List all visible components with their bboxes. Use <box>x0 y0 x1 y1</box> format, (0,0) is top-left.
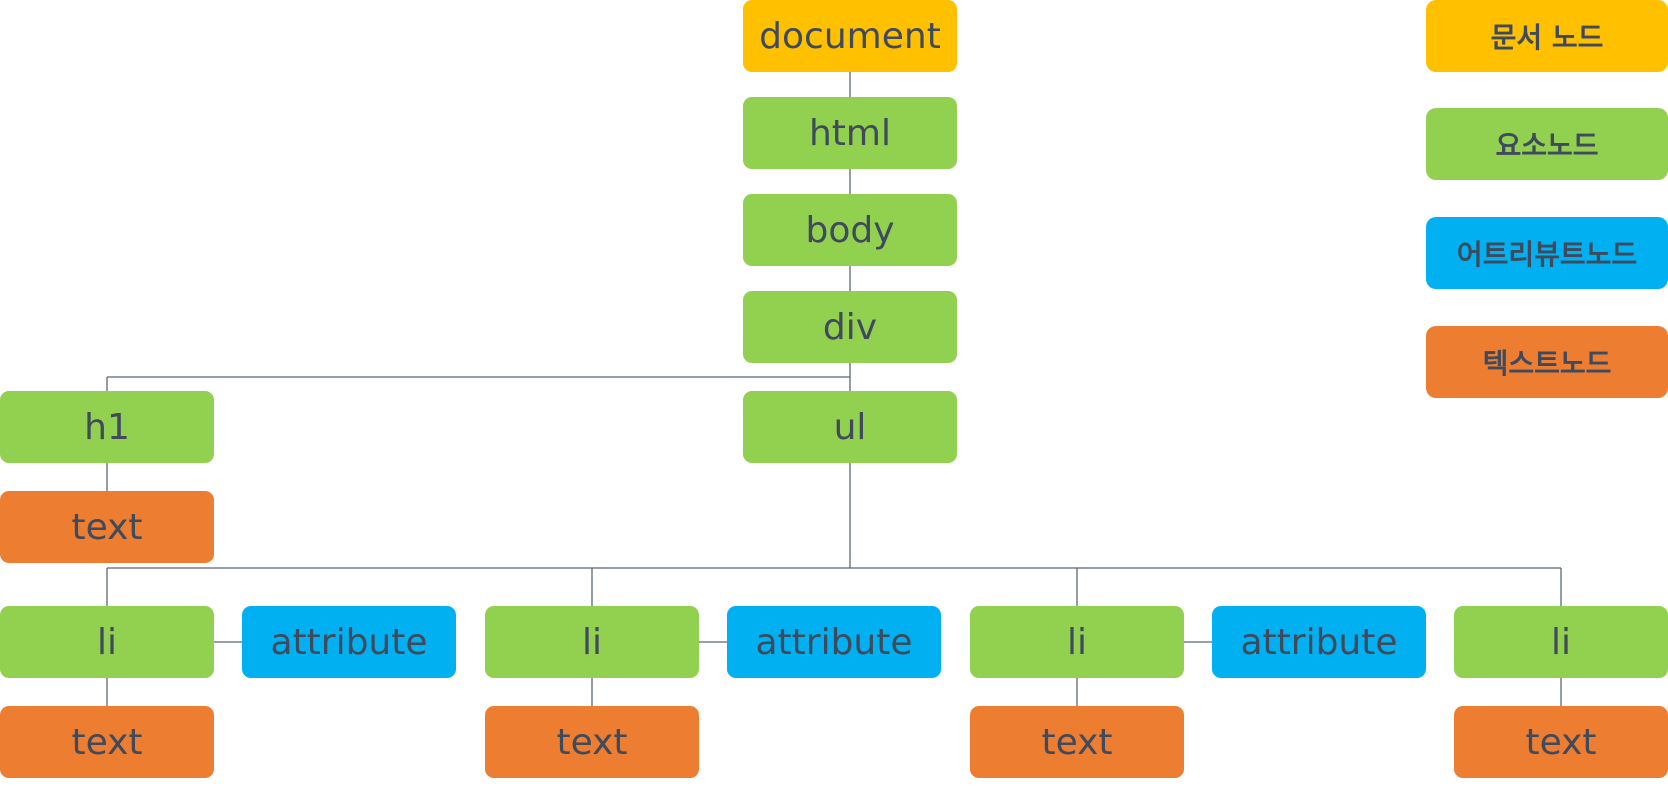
li-text-node-3: text <box>970 706 1184 778</box>
li-text-node-2: text <box>485 706 699 778</box>
attribute-node-1: attribute <box>242 606 456 678</box>
document-node: document <box>743 0 957 72</box>
legend-attribute-node: 어트리뷰트노드 <box>1426 217 1668 289</box>
attribute-node-3: attribute <box>1212 606 1426 678</box>
body-node: body <box>743 194 957 266</box>
li-node-3: li <box>970 606 1184 678</box>
h1-text-node: text <box>0 491 214 563</box>
li-node-4: li <box>1454 606 1668 678</box>
html-node: html <box>743 97 957 169</box>
li-text-node-1: text <box>0 706 214 778</box>
li-node-1: li <box>0 606 214 678</box>
li-text-node-4: text <box>1454 706 1668 778</box>
h1-node: h1 <box>0 391 214 463</box>
legend-element-node: 요소노드 <box>1426 108 1668 180</box>
li-node-2: li <box>485 606 699 678</box>
legend-text-node: 텍스트노드 <box>1426 326 1668 398</box>
div-node: div <box>743 291 957 363</box>
attribute-node-2: attribute <box>727 606 941 678</box>
ul-node: ul <box>743 391 957 463</box>
legend-document-node: 문서 노드 <box>1426 0 1668 72</box>
